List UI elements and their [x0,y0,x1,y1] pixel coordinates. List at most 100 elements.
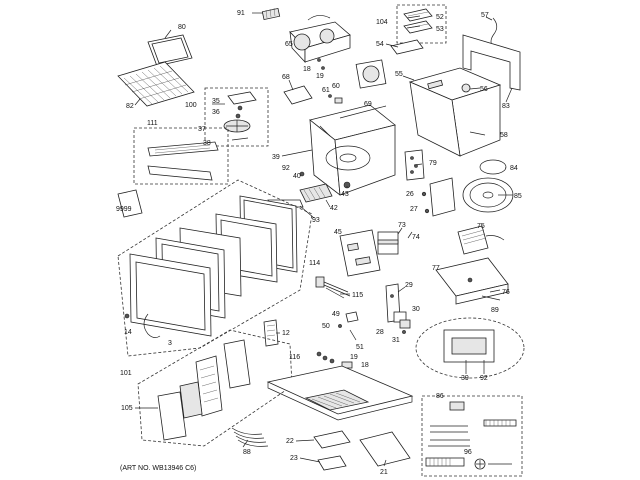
callout-54: 54 [376,41,384,48]
callout-51: 51 [356,344,364,351]
callout-115: 115 [352,292,363,299]
part-12-panel [263,319,279,347]
callout-26: 26 [406,191,414,198]
part-86-96-kit-box [421,395,523,477]
callout-45: 45 [334,229,342,236]
callout-79: 79 [429,160,437,167]
callout-114: 114 [309,260,320,267]
callout-12: 12 [282,330,290,337]
callout-116: 116 [289,354,300,361]
callout-27: 27 [410,206,418,213]
callout-104: 104 [376,19,388,26]
part-80-tray [147,34,193,67]
part-54-bracket [390,39,424,55]
callout-18: 18 [303,66,311,73]
callout-38: 38 [203,140,211,147]
part-9999-manual [117,189,143,218]
part-26-screw [421,191,427,197]
part-51-lever [349,329,357,341]
part-22-filter [313,430,351,449]
part-91-grille [261,7,281,21]
callout-57: 57 [481,12,489,19]
part-23-filter [317,455,347,471]
part-82-rack [117,61,195,107]
part-104-group-box [396,4,447,44]
part-27-screw [424,208,430,214]
callout-52: 52 [436,14,444,21]
callout-22: 22 [286,438,294,445]
part-75-transformer [457,225,505,255]
callout-14: 14 [124,329,132,336]
main-cavity [309,104,396,196]
part-74-diode [407,231,413,239]
leader-lines [134,12,513,467]
callout-105: 105 [121,405,133,412]
part-85-turntable [462,177,514,213]
callout-29: 29 [405,282,413,289]
callout-74: 74 [412,234,420,241]
part-3-spring [143,313,161,338]
callout-19-bottom: 19 [350,354,358,361]
part-114-115-harness [315,276,351,299]
callout-37: 37 [198,126,206,133]
callout-35: 35 [212,98,220,105]
part-100-group-box [204,87,269,147]
part-86-96-hardware [425,401,517,470]
callout-31: 31 [392,337,400,344]
part-58-outer-case [408,67,502,157]
part-21-filter [359,431,411,467]
bottom-plate [266,365,414,421]
callout-83: 83 [502,103,510,110]
callout-43: 43 [341,191,349,198]
art-number-caption: (ART NO. WB13946 C6) [120,465,196,472]
callout-18-bottom: 18 [361,362,369,369]
callout-61: 61 [322,87,330,94]
part-101-group-outline [117,179,313,357]
part-50-screw [338,324,342,328]
callout-80: 80 [178,24,186,31]
callout-3: 3 [168,340,172,347]
part-84-roller-ring [479,159,507,175]
callout-9999: 9999 [116,206,132,213]
door-assembly [129,195,298,337]
part-40-screw [299,171,305,177]
part-61-screw [328,94,332,98]
callout-93: 93 [312,217,320,224]
callout-86: 86 [436,393,444,400]
callout-92: 92 [282,165,290,172]
part-49-switch [345,311,359,323]
part-14-screw [124,313,130,319]
callout-100: 100 [185,102,197,109]
part-68-cover [283,85,313,105]
part-42-vent [299,183,333,203]
callout-56: 56 [480,86,488,93]
part-45-control-board [339,229,381,277]
callout-23: 23 [290,455,298,462]
callout-91: 91 [237,10,245,17]
callout-39: 39 [272,154,280,161]
part-111-group-box [133,127,229,185]
callout-96: 96 [464,449,472,456]
callout-19: 19 [316,73,324,80]
callout-60: 60 [332,83,340,90]
part-52-53-filters [403,8,433,34]
callout-labels: 91 80 104 52 53 57 65 18 19 54 55 56 83 … [116,10,522,476]
callout-55: 55 [395,71,403,78]
part-83-mounting-plate [462,34,521,91]
callout-82: 82 [126,103,134,110]
callout-68: 68 [282,74,290,81]
callout-42: 42 [330,205,338,212]
callout-92-inset: 92 [480,375,488,382]
part-73-capacitor [377,231,399,255]
part-76-base-plate [435,257,509,305]
part-26-bracket [429,177,456,217]
callout-65: 65 [285,41,293,48]
callout-50: 50 [322,323,330,330]
callout-53: 53 [436,26,444,33]
callout-88: 88 [243,449,251,456]
callout-21: 21 [380,469,388,476]
part-30-31-switches [393,311,411,334]
callout-30: 30 [412,306,420,313]
